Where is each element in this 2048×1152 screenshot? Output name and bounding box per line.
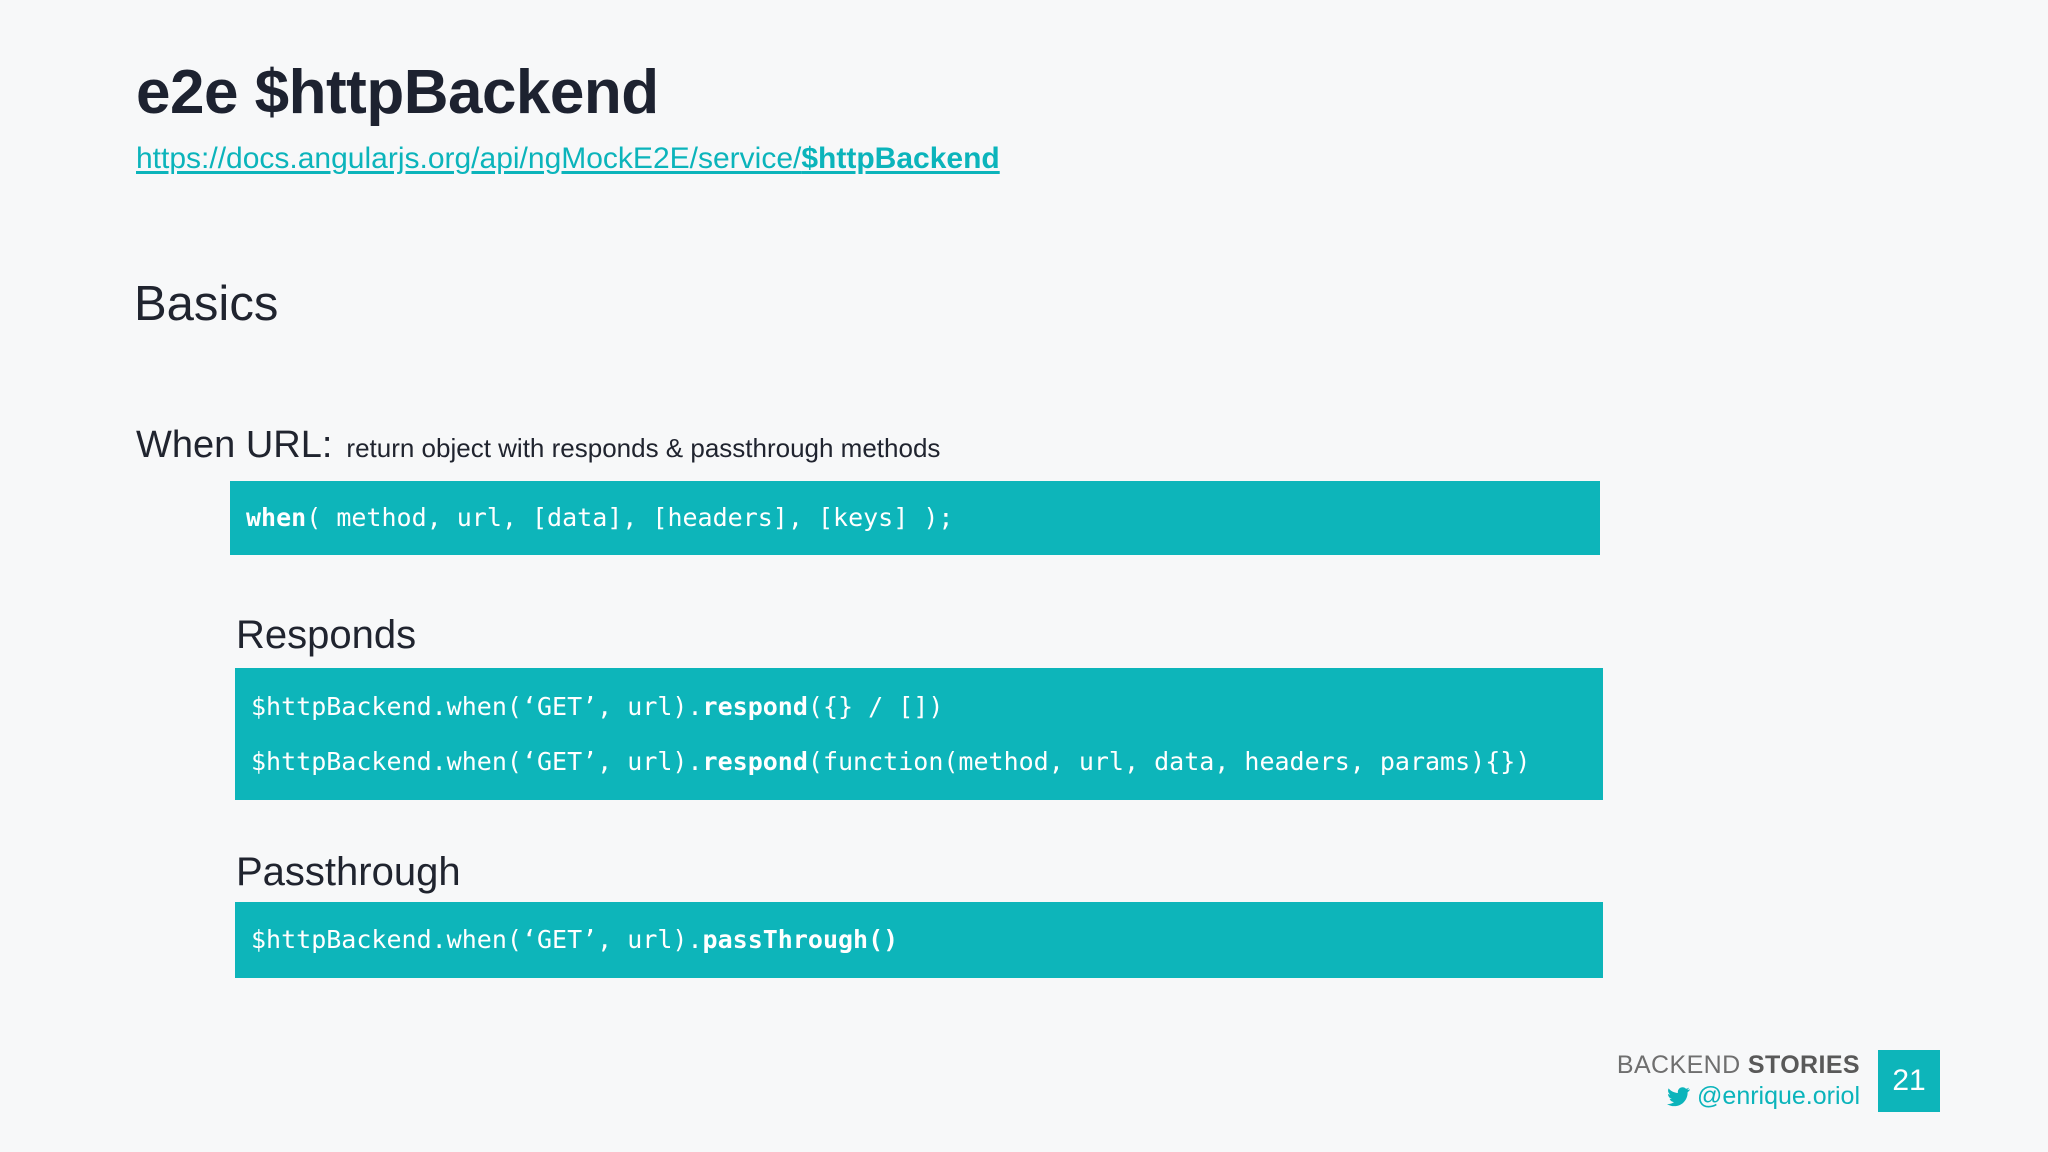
- code-line: $httpBackend.when(‘GET’, url).respond(fu…: [251, 748, 1603, 776]
- code-prefix-text: $httpBackend.when(‘GET’, url).: [251, 747, 703, 776]
- brand-bold-text: STORIES: [1747, 1051, 1860, 1080]
- code-block-responds: $httpBackend.when(‘GET’, url).respond({}…: [235, 668, 1603, 800]
- code-block-passthrough: $httpBackend.when(‘GET’, url).passThroug…: [235, 902, 1603, 978]
- title-block: e2e $httpBackend https://docs.angularjs.…: [136, 58, 1636, 177]
- code-block-when: when( method, url, [data], [headers], [k…: [230, 481, 1600, 555]
- when-url-label: When URL:: [136, 424, 333, 466]
- code-bold-token: passThrough(): [702, 925, 899, 955]
- code-bold-token: respond: [702, 691, 808, 721]
- social-handle-text: @enrique.oriol: [1697, 1082, 1860, 1110]
- code-suffix-text: (function(method, url, data, headers, pa…: [807, 747, 1531, 776]
- code-line: $httpBackend.when(‘GET’, url).passThroug…: [251, 926, 1603, 954]
- section-heading-basics: Basics: [134, 277, 279, 331]
- code-line: $httpBackend.when(‘GET’, url).respond({}…: [251, 691, 1603, 721]
- code-bold-token: respond: [702, 747, 808, 776]
- code-suffix-text: ({} / []): [807, 691, 944, 721]
- link-bold-suffix-text: $httpBackend: [801, 141, 1000, 175]
- code-prefix-text: $httpBackend.when(‘GET’, url).: [251, 925, 703, 955]
- twitter-bird-icon: [1667, 1085, 1691, 1108]
- brand-name: BACKEND STORIES: [1617, 1051, 1860, 1080]
- brand-regular-text: BACKEND: [1616, 1051, 1748, 1080]
- link-prefix-text: https://docs.angularjs.org/api/ngMockE2E…: [136, 141, 802, 175]
- code-prefix-text: $httpBackend.when(‘GET’, url).: [251, 691, 703, 721]
- when-url-row: When URL: return object with responds & …: [136, 424, 941, 467]
- footer-brand: BACKEND STORIES @enrique.oriol: [1617, 1051, 1860, 1111]
- page-number-badge: 21: [1878, 1050, 1940, 1112]
- when-url-description: return object with responds & passthroug…: [346, 433, 941, 463]
- slide-footer: BACKEND STORIES @enrique.oriol 21: [1617, 1050, 1940, 1112]
- social-handle[interactable]: @enrique.oriol: [1667, 1082, 1860, 1111]
- code-rest-text: ( method, url, [data], [headers], [keys]…: [306, 503, 954, 533]
- code-bold-token: when: [246, 503, 307, 533]
- documentation-link[interactable]: https://docs.angularjs.org/api/ngMockE2E…: [136, 141, 1636, 177]
- sub-heading-responds: Responds: [236, 613, 417, 657]
- code-line: when( method, url, [data], [headers], [k…: [246, 504, 1600, 532]
- sub-heading-passthrough: Passthrough: [236, 850, 461, 894]
- page-title: e2e $httpBackend: [136, 58, 659, 127]
